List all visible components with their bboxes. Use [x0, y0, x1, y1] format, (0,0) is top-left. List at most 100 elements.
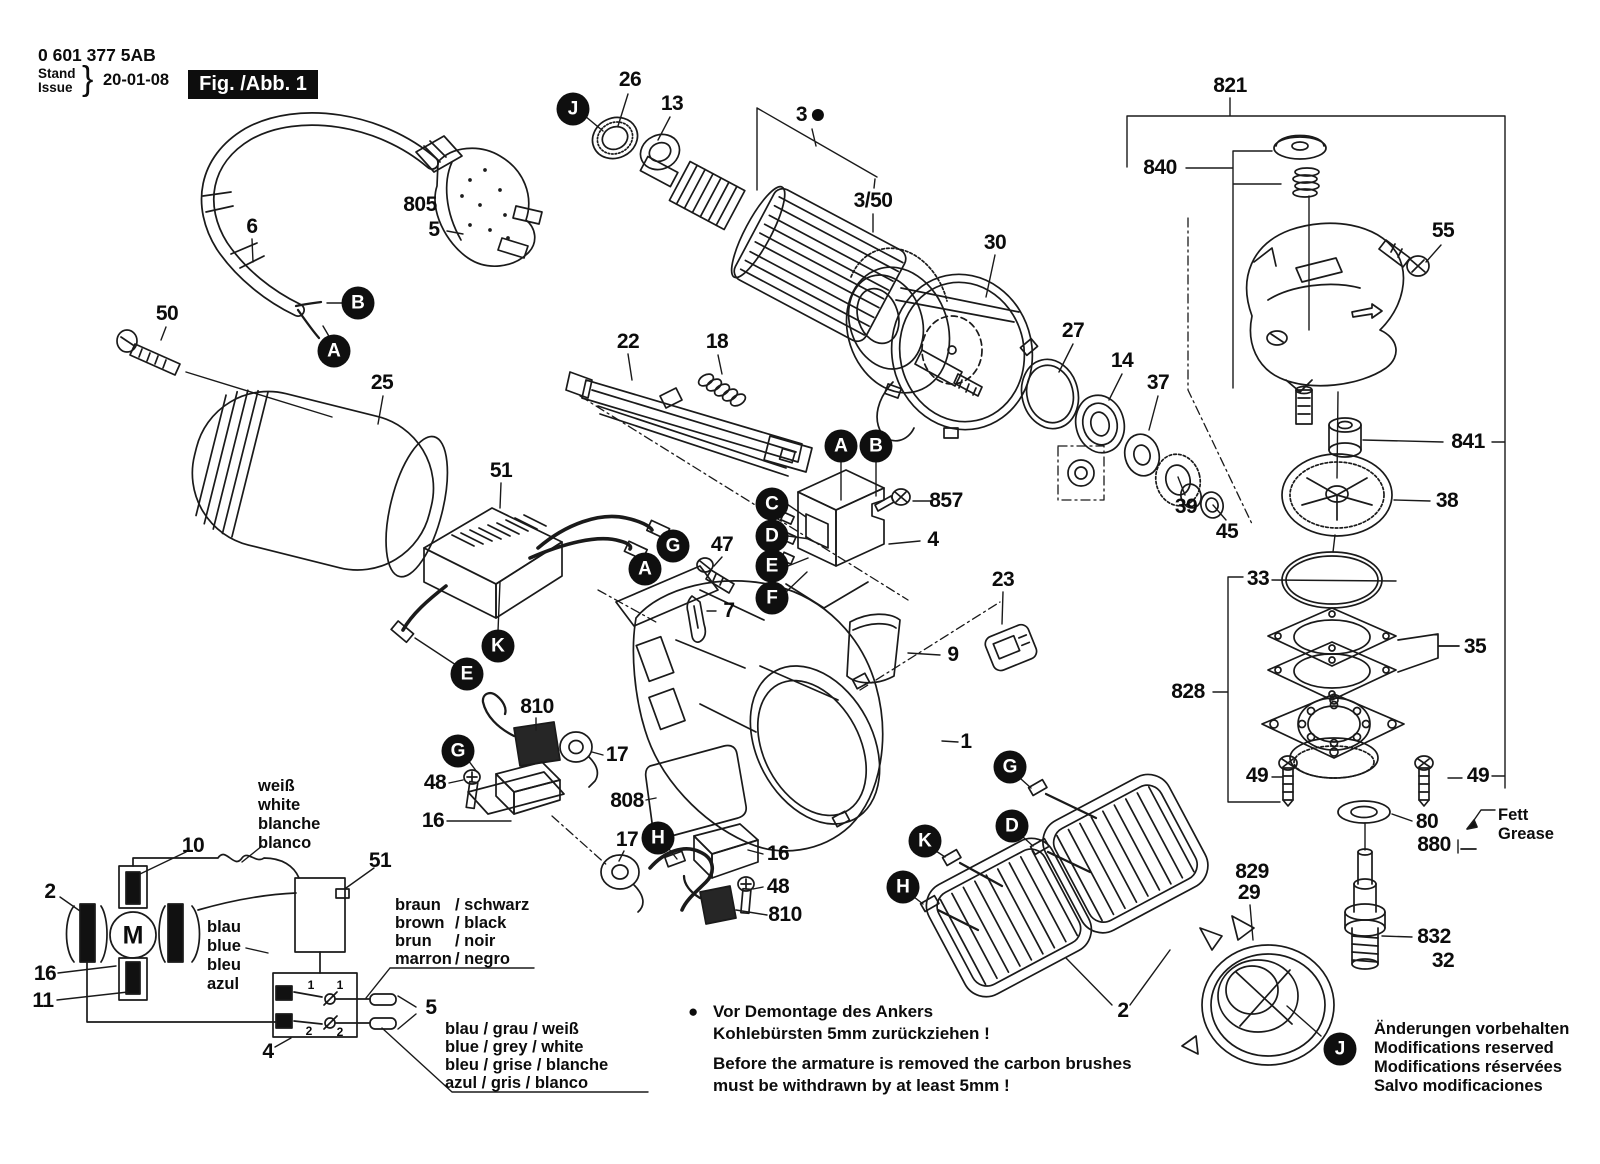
part-label-29: 29 [1237, 881, 1261, 904]
part-label-810: 810 [520, 695, 554, 718]
part-label-51: 51 [368, 849, 392, 872]
part-label-10: 10 [181, 834, 205, 857]
callout-A: A [317, 334, 351, 368]
part-label-1: 1 [960, 730, 972, 753]
brush-guard-29-drawing [1182, 916, 1334, 1065]
part-label-51: 51 [489, 459, 513, 482]
callout-E: E [450, 657, 484, 691]
part-label-14: 14 [1110, 349, 1134, 372]
legend-blue: blau blue bleu azul [207, 918, 241, 993]
part-label-9: 9 [947, 643, 959, 666]
part-label-18: 18 [705, 330, 729, 353]
part-label-828: 828 [1171, 680, 1205, 703]
part-label-33: 33 [1246, 567, 1270, 590]
part-label-3: 3 [796, 103, 825, 127]
part-label-39: 39 [1174, 495, 1198, 518]
callout-E: E [755, 549, 789, 583]
button-23-drawing [983, 622, 1039, 673]
part-label-6: 6 [246, 215, 258, 238]
callout-J: J [1323, 1032, 1357, 1066]
part-label-47: 47 [710, 533, 734, 556]
part-label-16: 16 [766, 842, 790, 865]
brush-set-right-drawing [601, 824, 758, 924]
stand-issue-label: Stand Issue [38, 67, 76, 95]
part-label-25: 25 [370, 371, 394, 394]
filled-dot-icon [812, 109, 825, 121]
leader-lines [57, 94, 1505, 1092]
clip-7-drawing [687, 596, 705, 642]
screw-55-drawing [1379, 240, 1429, 276]
part-label-32: 32 [1431, 949, 1455, 972]
part-label-38: 38 [1435, 489, 1459, 512]
callout-G: G [656, 529, 690, 563]
callout-J: J [556, 92, 590, 126]
part-label-5: 5 [425, 996, 437, 1019]
legend-blue-grey-white: blau / grau / weiß blue / grey / white b… [445, 1020, 609, 1092]
callout-K: K [908, 824, 942, 858]
callout-H: H [641, 821, 675, 855]
mains-plug-drawing [416, 136, 542, 266]
field-coils-drawing [918, 766, 1216, 1005]
part-label-22: 22 [616, 330, 640, 353]
figure-label: Fig. /Abb. 1 [188, 70, 318, 99]
part-label-857: 857 [929, 489, 963, 512]
callout-H: H [886, 870, 920, 904]
terminal-digit: 2 [336, 1025, 344, 1039]
part-number: 0 601 377 5AB [38, 45, 156, 65]
part-label-821: 821 [1213, 74, 1247, 97]
modifications-note: Änderungen vorbehalten Modifications res… [1374, 1020, 1570, 1095]
screw-50-drawing [117, 330, 180, 375]
legend-brown-black: braun/ schwarz brown/ black brun/ noir m… [395, 896, 530, 968]
sleeve-841-drawing [1329, 418, 1361, 457]
terminal-digit: 1 [307, 978, 315, 992]
bearing-flange-drawing [1262, 694, 1404, 778]
part-label-810: 810 [768, 903, 802, 926]
part-label-805: 805 [403, 193, 437, 216]
part-label-829: 829 [1235, 860, 1269, 883]
motor-symbol-label: M [122, 921, 144, 950]
warning-german: Vor Demontage des Ankers Kohlebürsten 5m… [713, 1002, 990, 1043]
terminal-digit: 2 [305, 1024, 313, 1038]
part-label-808: 808 [610, 789, 644, 812]
plate-808-drawing [646, 745, 747, 838]
terminal-digit: 1 [336, 978, 344, 992]
part-label-80: 80 [1415, 810, 1439, 833]
gear-housing-drawing [1247, 136, 1404, 425]
warning-english: Before the armature is removed the carbo… [713, 1054, 1132, 1095]
part-label-4: 4 [927, 528, 939, 551]
nut-45-drawing [1198, 490, 1226, 521]
part-label-2: 2 [1117, 999, 1129, 1022]
screw-857-drawing [875, 489, 910, 511]
callout-D: D [995, 809, 1029, 843]
callout-B: B [341, 286, 375, 320]
part-label-48: 48 [766, 875, 790, 898]
part-label-17: 17 [615, 828, 639, 851]
part-label-840: 840 [1143, 156, 1177, 179]
callout-F: F [755, 581, 789, 615]
part-label-2: 2 [44, 880, 56, 903]
gaskets-35-drawing [1268, 608, 1459, 700]
callout-G: G [993, 750, 1027, 784]
part-label-49: 49 [1466, 764, 1490, 787]
issue-date: 20-01-08 [103, 71, 170, 89]
switch-4-drawing [781, 470, 884, 608]
spring-18-drawing [697, 372, 748, 409]
screws-49-drawing [1279, 756, 1433, 806]
brace-glyph: } [82, 60, 94, 98]
motor-cover-25-drawing [177, 376, 461, 589]
part-label-35: 35 [1463, 635, 1487, 658]
grease-mark [1461, 820, 1477, 849]
sticker-9-drawing [847, 614, 900, 683]
part-label-48: 48 [423, 771, 447, 794]
part-label-11: 11 [32, 989, 54, 1012]
callout-A: A [824, 429, 858, 463]
part-label-30: 30 [983, 231, 1007, 254]
part-label-50: 50 [155, 302, 179, 325]
ring-26-drawing [586, 110, 645, 166]
warning-bullet: ● [688, 1002, 699, 1021]
part-label-3/50: 3/50 [853, 189, 893, 212]
power-cord-drawing [203, 119, 432, 338]
part-label-16: 16 [421, 809, 445, 832]
module-51-drawing [391, 508, 669, 642]
